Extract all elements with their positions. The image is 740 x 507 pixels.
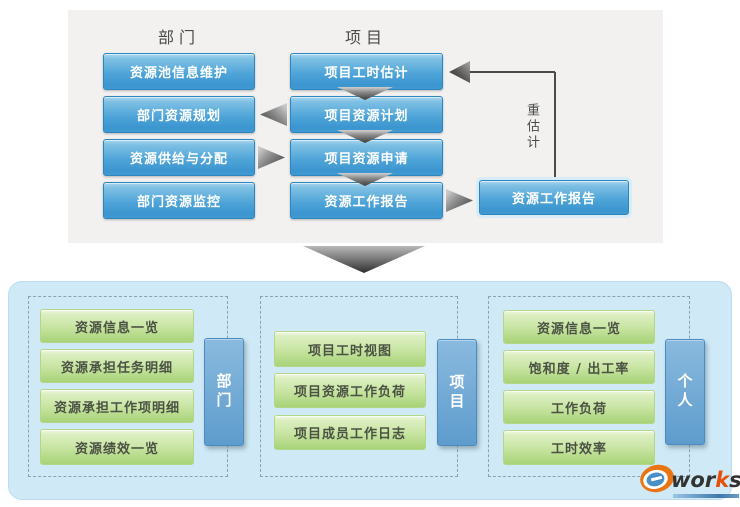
flow-box-resource-work-report-copy: 资源工作报告 [479,180,629,215]
project-tab: 项目 [437,339,477,446]
report-box-resource-info-overview-2: 资源信息一览 [503,310,655,344]
report-box-resource-workitem-detail: 资源承担工作项明细 [40,389,194,423]
eworks-logo-text: works [671,468,740,492]
logo-text-part2: s [729,468,740,492]
feedback-connector-vertical-line [554,72,556,180]
eworks-logo: works [637,461,740,505]
logo-text-part1: wor [671,468,716,492]
personal-tab: 个人 [665,339,705,445]
report-box-project-hours-view: 项目工时视图 [274,331,426,367]
report-box-project-resource-workload: 项目资源工作负荷 [274,373,426,408]
project-tab-label: 项目 [447,373,466,412]
flow-box-project-hours-estimate: 项目工时估计 [290,53,443,90]
flow-box-dept-resource-plan: 部门资源规划 [103,96,255,133]
report-box-hours-efficiency: 工时效率 [503,430,655,465]
department-tab-label: 部门 [214,373,233,411]
report-box-resource-info-overview: 资源信息一览 [40,309,194,343]
flow-box-resource-work-report: 资源工作报告 [290,182,443,219]
department-column-header: 部门 [157,28,200,47]
report-box-resource-performance: 资源绩效一览 [40,429,194,465]
personal-tab-label: 个人 [675,373,694,411]
flow-box-resource-supply: 资源供给与分配 [103,139,255,176]
department-tab: 部门 [204,338,244,446]
feedback-connector-horizontal-line [469,71,555,73]
flow-box-resource-pool-info: 资源池信息维护 [103,53,255,90]
big-down-arrow-icon [303,246,425,273]
report-box-resource-task-detail: 资源承担任务明细 [40,349,194,383]
eworks-logo-underline [673,494,739,498]
report-box-project-member-worklog: 项目成员工作日志 [274,415,426,450]
flow-box-project-resource-plan: 项目资源计划 [290,96,443,133]
flow-box-dept-resource-monitor: 部门资源监控 [103,182,255,219]
flow-box-project-resource-request: 项目资源申请 [290,139,443,176]
project-column-header: 项目 [344,28,387,47]
logo-text-accent: k [715,468,730,492]
report-box-saturation-attendance: 饱和度 / 出工率 [503,350,655,384]
feedback-label: 重估计 [524,103,539,151]
report-box-workload: 工作负荷 [503,390,655,424]
